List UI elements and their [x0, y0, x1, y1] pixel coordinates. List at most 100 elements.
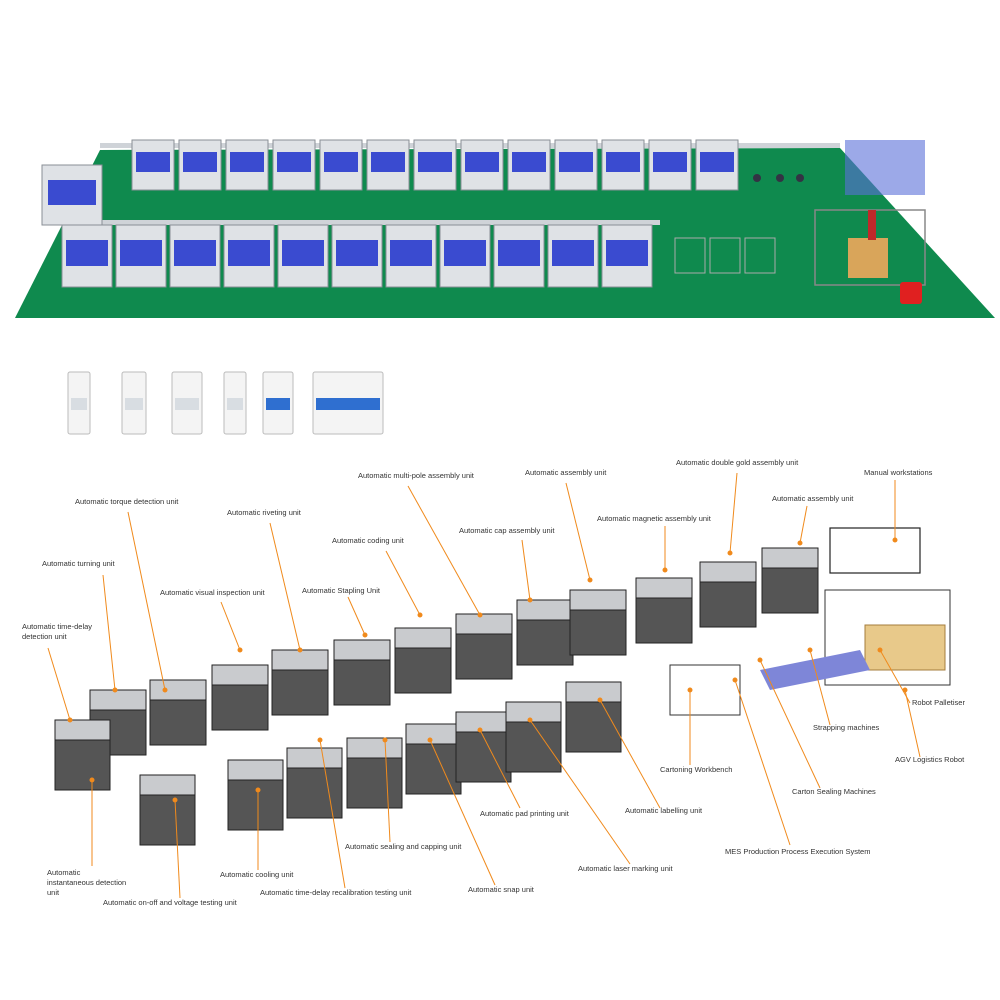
- leader-line: [385, 550, 421, 616]
- leader-line: [384, 739, 391, 843]
- unit-body: [761, 567, 819, 614]
- leader-arrowhead: [255, 787, 261, 793]
- unit-body: [516, 619, 574, 666]
- label-cap: Automatic cap assembly unit: [459, 526, 555, 535]
- unit-body: [565, 701, 622, 753]
- label-recalibration: Automatic time-delay recalibration testi…: [260, 888, 412, 897]
- leader-line: [47, 647, 71, 721]
- unit-body: [699, 581, 757, 628]
- label-labelling: Automatic labelling unit: [625, 806, 703, 815]
- leader-arrowhead: [797, 540, 803, 546]
- breaker-products: [67, 371, 384, 435]
- cartoning-bench: [669, 664, 741, 716]
- machine-window: [465, 152, 499, 172]
- conveyor-bottom: [60, 220, 660, 225]
- breaker-toggle: [316, 398, 380, 410]
- unit-top: [455, 711, 512, 733]
- machine-window: [653, 152, 687, 172]
- label-manual: Manual workstations: [864, 468, 933, 477]
- unit-body: [227, 779, 284, 831]
- leader-line: [319, 739, 346, 889]
- label-turning: Automatic turning unit: [42, 559, 115, 568]
- leader-line: [904, 689, 921, 758]
- unit-top: [227, 759, 284, 781]
- unit-top: [333, 639, 391, 661]
- machine-window: [559, 152, 593, 172]
- leader-arrowhead: [727, 550, 733, 556]
- leader-line: [599, 699, 661, 809]
- unit-top: [405, 723, 462, 745]
- leader-arrowhead: [902, 687, 908, 693]
- pallet-boxes: [848, 238, 888, 278]
- label-mes: MES Production Process Execution System: [725, 847, 871, 856]
- leader-line: [734, 679, 791, 846]
- unit-top: [455, 613, 513, 635]
- leader-line: [127, 511, 166, 691]
- unit-body: [54, 739, 111, 791]
- leader-arrowhead: [687, 687, 693, 693]
- machine-window: [552, 240, 594, 266]
- unit-top: [286, 747, 343, 769]
- machine-window: [136, 152, 170, 172]
- label-carton-sealing: Carton Sealing Machines: [792, 787, 876, 796]
- machine-window: [183, 152, 217, 172]
- machine-window: [228, 240, 270, 266]
- machine-window: [336, 240, 378, 266]
- unit-top: [516, 599, 574, 621]
- label-agv: AGV Logistics Robot: [895, 755, 965, 764]
- label-laser: Automatic laser marking unit: [578, 864, 673, 873]
- leader-arrowhead: [662, 567, 668, 573]
- leader-arrowhead: [172, 797, 178, 803]
- leader-line: [407, 485, 481, 616]
- leader-line: [759, 659, 821, 789]
- machine-window: [390, 240, 432, 266]
- unit-body: [505, 721, 562, 773]
- leader-arrowhead: [477, 612, 483, 618]
- machine-window: [277, 152, 311, 172]
- leader-arrowhead: [112, 687, 118, 693]
- label-magnetic: Automatic magnetic assembly unit: [597, 514, 711, 523]
- label-double-gold: Automatic double gold assembly unit: [676, 458, 799, 467]
- leader-line: [220, 601, 241, 651]
- robot-arm: [868, 210, 876, 240]
- operators: [753, 174, 804, 182]
- unit-top: [54, 719, 111, 741]
- unit-top: [271, 649, 329, 671]
- leader-arrowhead: [527, 597, 533, 603]
- machine-window: [282, 240, 324, 266]
- leader-line: [347, 596, 366, 636]
- leader-line: [269, 522, 301, 651]
- label-assembly-2: Automatic assembly unit: [772, 494, 854, 503]
- leader-arrowhead: [877, 647, 883, 653]
- leader-arrowhead: [527, 717, 533, 723]
- breaker-toggle: [227, 398, 243, 410]
- label-snap: Automatic snap unit: [468, 885, 534, 894]
- machine-window: [371, 152, 405, 172]
- machine-window: [48, 180, 96, 205]
- unit-body: [211, 684, 269, 731]
- unit-body: [405, 743, 462, 795]
- leader-line: [479, 729, 521, 809]
- leader-arrowhead: [477, 727, 483, 733]
- leader-arrowhead: [237, 647, 243, 653]
- label-torque: Automatic torque detection unit: [75, 497, 179, 506]
- leader-arrowhead: [757, 657, 763, 663]
- agv-robot: [900, 282, 922, 304]
- leader-line: [729, 472, 738, 554]
- unit-top: [139, 774, 196, 796]
- unit-top: [635, 577, 693, 599]
- leader-line: [809, 649, 831, 726]
- unit-body: [333, 659, 391, 706]
- unit-top: [699, 561, 757, 583]
- leader-arrowhead: [732, 677, 738, 683]
- label-riveting: Automatic riveting unit: [227, 508, 301, 517]
- label-time-delay: Automatic time-delay detection unit: [22, 622, 93, 641]
- unit-top: [211, 664, 269, 686]
- machine-window: [66, 240, 108, 266]
- packing-bench: [744, 237, 776, 274]
- unit-body: [455, 633, 513, 680]
- label-multipole: Automatic multi-pole assembly unit: [358, 471, 474, 480]
- label-pad-printing: Automatic pad printing unit: [480, 809, 569, 818]
- leader-line: [174, 799, 181, 899]
